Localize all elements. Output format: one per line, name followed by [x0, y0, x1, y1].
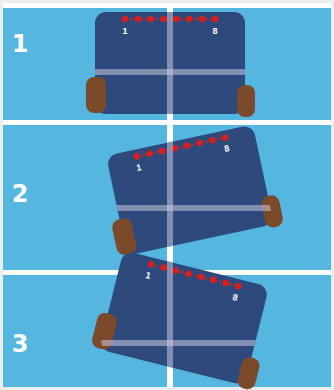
- panel-number: 2: [12, 182, 29, 206]
- sensor-number: 1: [136, 163, 143, 173]
- robot-turned-right: [89, 248, 278, 390]
- panel-number: 3: [12, 332, 29, 356]
- panel-number: 1: [12, 32, 29, 56]
- robot-turned-left: [97, 122, 284, 260]
- sensor-number: 1: [122, 27, 127, 36]
- grid-overlay: [80, 0, 300, 390]
- sensor-number: 1: [145, 271, 152, 281]
- sensor-number: 8: [212, 27, 217, 36]
- sensor-number: 8: [224, 144, 231, 154]
- sensor-number: 8: [232, 293, 239, 303]
